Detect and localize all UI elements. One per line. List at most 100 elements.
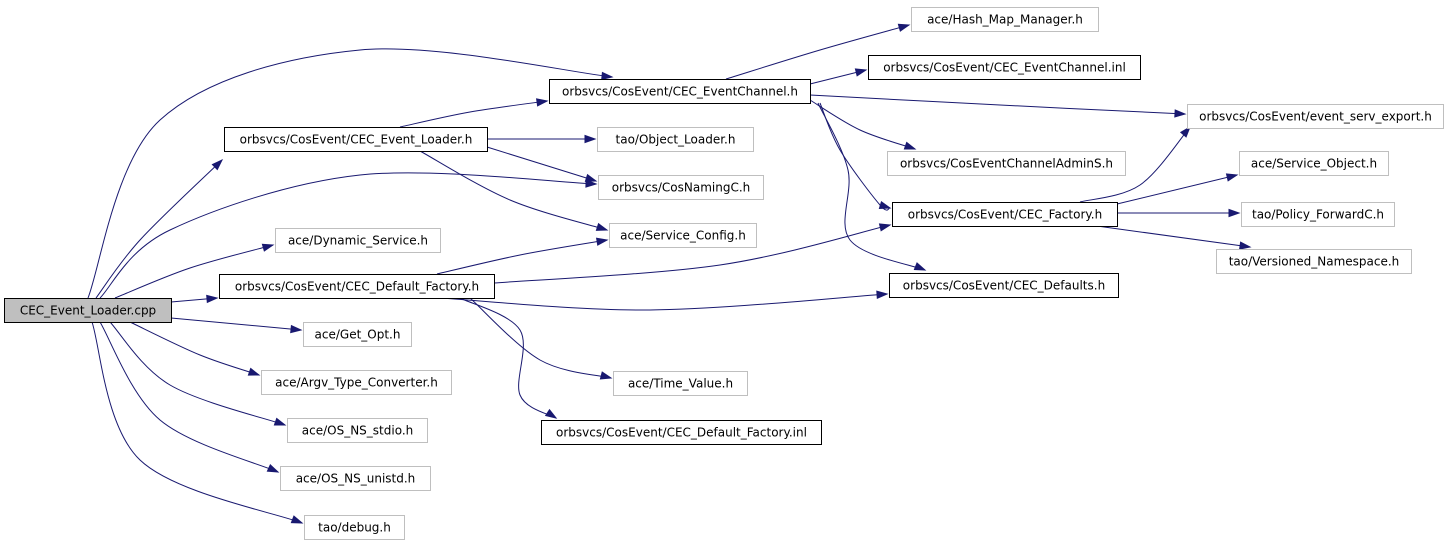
node-box xyxy=(1239,151,1389,176)
node-event-channel-h[interactable]: orbsvcs/CosEvent/CEC_EventChannel.h xyxy=(549,79,811,104)
edge-arrowhead xyxy=(878,200,892,210)
node-box xyxy=(613,371,748,396)
node-box xyxy=(868,55,1141,80)
edge-arrowhead xyxy=(536,98,549,107)
node-box xyxy=(549,79,811,104)
node-default-factory-inl[interactable]: orbsvcs/CosEvent/CEC_Default_Factory.inl xyxy=(541,420,822,445)
node-event-serv-export-h: orbsvcs/CosEvent/event_serv_export.h xyxy=(1187,104,1444,129)
node-hash-map-manager-h: ace/Hash_Map_Manager.h xyxy=(911,7,1099,32)
node-event-channel-inl[interactable]: orbsvcs/CosEvent/CEC_EventChannel.inl xyxy=(868,55,1141,80)
node-label: ace/Get_Opt.h xyxy=(315,328,401,342)
edge-line xyxy=(725,24,910,80)
node-cec-defaults-h[interactable]: orbsvcs/CosEvent/CEC_Defaults.h xyxy=(889,273,1119,298)
edge-root-to-os_ns_unistd_h xyxy=(99,321,280,473)
edge-event_loader_h-to-cos_naming_c_h xyxy=(486,146,598,182)
edge-arrowhead xyxy=(584,173,598,182)
edge-arrowhead xyxy=(290,515,304,524)
edge-arrowhead xyxy=(903,141,917,150)
node-label: tao/Object_Loader.h xyxy=(616,133,736,147)
node-label: tao/Policy_ForwardC.h xyxy=(1252,208,1384,222)
edge-event_channel_h-to-cec_factory_h xyxy=(819,102,892,211)
edge-arrowhead xyxy=(261,243,275,252)
node-os-ns-stdio-h: ace/OS_NS_stdio.h xyxy=(287,418,428,443)
edge-arrowhead xyxy=(1239,241,1252,250)
edge-root-to-default_factory_h xyxy=(170,294,219,304)
node-box xyxy=(261,370,452,395)
edge-cec_factory_h-to-service_object_h xyxy=(1116,173,1239,205)
edge-arrowhead xyxy=(544,408,558,419)
node-event-loader-h[interactable]: orbsvcs/CosEvent/CEC_Event_Loader.h xyxy=(224,127,488,152)
edge-event_loader_h-to-object_loader_h xyxy=(487,134,597,144)
edge-line xyxy=(486,146,597,182)
node-object-loader-h: tao/Object_Loader.h xyxy=(597,127,754,152)
node-label: tao/debug.h xyxy=(318,521,391,535)
node-cec-factory-h[interactable]: orbsvcs/CosEvent/CEC_Factory.h xyxy=(892,202,1118,227)
edge-line xyxy=(439,293,888,311)
edge-line xyxy=(1079,126,1191,203)
edge-arrowhead xyxy=(854,68,868,77)
node-service-object-h: ace/Service_Object.h xyxy=(1239,151,1389,176)
node-label: orbsvcs/CosEvent/CEC_Defaults.h xyxy=(903,279,1105,293)
edge-arrowhead xyxy=(273,417,287,426)
node-box xyxy=(275,228,441,253)
edge-arrowhead xyxy=(1179,125,1191,138)
node-label: orbsvcs/CosEvent/CEC_Default_Factory.h xyxy=(235,280,479,294)
edge-line xyxy=(493,224,891,284)
node-box xyxy=(887,151,1126,176)
node-root[interactable]: CEC_Event_Loader.cpp xyxy=(4,298,172,323)
edge-cec_factory_h-to-event_serv_export_h xyxy=(1079,125,1191,203)
edge-cec_factory_h-to-policy_forwardc_h xyxy=(1117,208,1241,218)
edge-cec_factory_h-to-versioned_namespace_h xyxy=(1096,225,1252,250)
node-cos-naming-c-h: orbsvcs/CosNamingC.h xyxy=(598,175,764,200)
nodes-layer: CEC_Event_Loader.cpp orbsvcs/CosEvent/CEC… xyxy=(4,7,1444,540)
edge-arrowhead xyxy=(585,179,598,188)
edge-root-to-debug_h xyxy=(91,321,304,524)
node-service-config-h: ace/Service_Config.h xyxy=(609,223,757,248)
node-policy-forwardc-h: tao/Policy_ForwardC.h xyxy=(1241,202,1395,227)
edge-event_channel_h-to-event_serv_export_h xyxy=(809,94,1187,118)
node-box xyxy=(1216,249,1412,274)
edge-arrowhead xyxy=(247,367,261,376)
edge-root-to-dynamic_service_h xyxy=(114,243,275,299)
edge-line xyxy=(129,321,260,376)
edge-default_factory_h-to-cec_factory_h xyxy=(493,223,892,284)
edge-line xyxy=(436,239,608,275)
node-box xyxy=(598,175,764,200)
node-argv-type-converter-h: ace/Argv_Type_Converter.h xyxy=(261,370,452,395)
node-box xyxy=(609,223,757,248)
edge-arrowhead xyxy=(211,158,224,171)
edge-line xyxy=(459,297,557,419)
edge-root-to-cos_naming_c_h xyxy=(99,172,598,299)
node-default-factory-h[interactable]: orbsvcs/CosEvent/CEC_Default_Factory.h xyxy=(219,274,495,299)
edge-line xyxy=(91,321,303,524)
node-label: tao/Versioned_Namespace.h xyxy=(1229,255,1400,269)
node-label: orbsvcs/CosEvent/event_serv_export.h xyxy=(1199,110,1432,124)
edge-arrowhead xyxy=(1228,208,1241,218)
node-box xyxy=(1241,202,1395,227)
edge-line xyxy=(99,321,279,473)
edge-line xyxy=(99,172,597,299)
node-box xyxy=(280,466,431,491)
edge-arrowhead xyxy=(266,463,280,473)
edge-line xyxy=(114,244,274,299)
node-label: ace/Argv_Type_Converter.h xyxy=(275,376,438,390)
edge-line xyxy=(809,99,916,150)
node-os-ns-unistd-h: ace/OS_NS_unistd.h xyxy=(280,466,431,491)
node-box xyxy=(224,127,488,152)
node-box xyxy=(219,274,495,299)
node-box xyxy=(1187,104,1444,129)
node-box xyxy=(541,420,822,445)
node-label: ace/OS_NS_unistd.h xyxy=(296,472,416,486)
edge-arrowhead xyxy=(878,223,892,232)
edge-line xyxy=(87,48,613,299)
node-label: orbsvcs/CosEvent/CEC_EventChannel.inl xyxy=(883,61,1126,75)
node-label: ace/Time_Value.h xyxy=(628,377,733,391)
edge-arrowhead xyxy=(290,324,303,334)
edge-event_channel_h-to-event_channel_inl xyxy=(809,68,868,85)
edge-default_factory_h-to-service_config_h xyxy=(436,237,609,275)
node-label: ace/Dynamic_Service.h xyxy=(288,234,428,248)
edge-default_factory_h-to-cec_defaults_h xyxy=(439,290,889,311)
edge-line xyxy=(109,321,286,426)
node-label: ace/Hash_Map_Manager.h xyxy=(927,13,1083,27)
